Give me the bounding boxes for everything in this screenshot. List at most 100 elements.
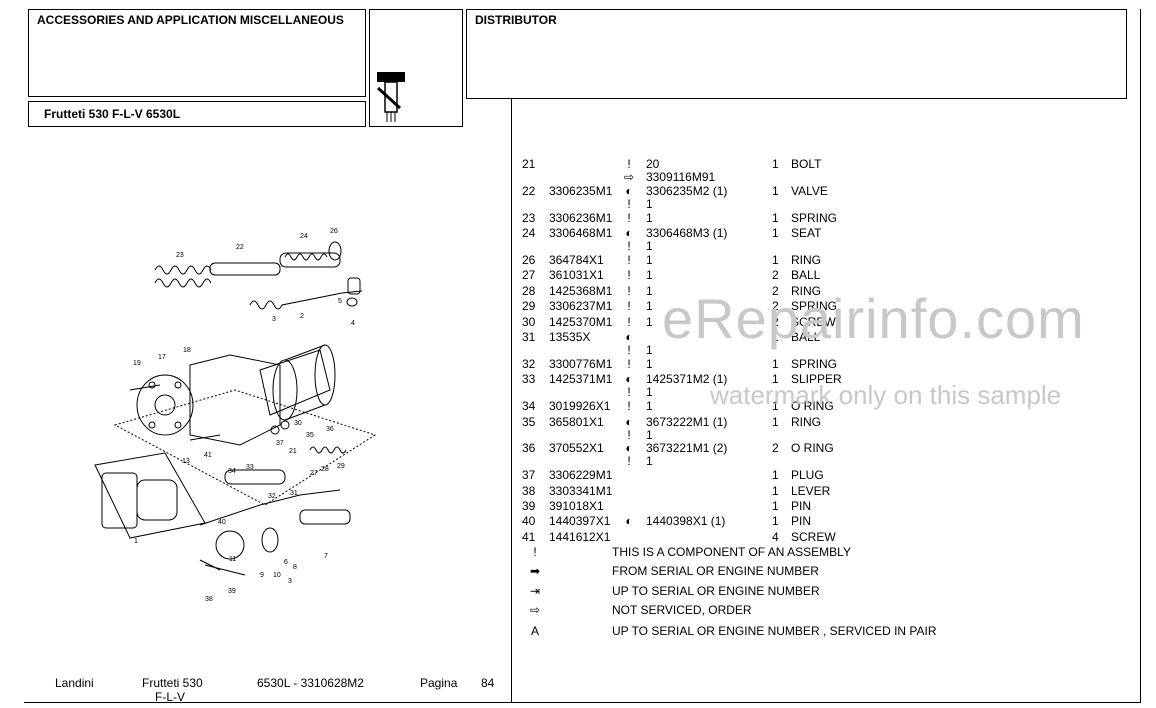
part-number: 3306229M1 xyxy=(549,468,613,482)
alt-part-number: 1425371M2 (1) xyxy=(646,372,728,386)
part-number: 1440397X1 xyxy=(549,514,611,528)
alt-part-number: 1 xyxy=(646,315,653,329)
part-number: 364784X1 xyxy=(549,253,604,267)
part-description: SLIPPER xyxy=(791,372,842,386)
part-index: 41 xyxy=(522,530,536,544)
part-symbol: ! xyxy=(627,399,631,413)
alt-part-number: 1 xyxy=(646,454,653,468)
part-number: 1425370M1 xyxy=(549,315,613,329)
alt-part-number: 1 xyxy=(646,239,653,253)
part-index: 37 xyxy=(522,468,536,482)
diagram-callout: 1 xyxy=(134,538,138,545)
part-number: 3306235M1 xyxy=(549,184,613,198)
group-icon-box xyxy=(369,9,463,127)
diagram-callout: 11 xyxy=(229,556,237,563)
part-symbol: ! xyxy=(627,299,631,313)
part-description: SCREW xyxy=(791,315,836,329)
diagram-callout: 28 xyxy=(321,466,329,473)
legend-text: NOT SERVICED, ORDER xyxy=(612,603,752,617)
watermark-main: eRepairinfo.com xyxy=(662,287,1085,350)
part-number: 1425371M1 xyxy=(549,372,613,386)
part-description: RING xyxy=(791,284,821,298)
part-quantity: 1 xyxy=(772,330,779,344)
diagram-callout: 36 xyxy=(326,426,334,433)
diagram-callout: 6 xyxy=(284,559,288,566)
part-number: 3303341M1 xyxy=(549,484,613,498)
diagram-callout: 23 xyxy=(176,252,184,259)
part-number: 3300776M1 xyxy=(549,357,613,371)
part-index: 40 xyxy=(522,514,536,528)
part-index: 35 xyxy=(522,415,536,429)
part-index: 31 xyxy=(522,330,536,344)
part-quantity: 1 xyxy=(772,468,779,482)
part-quantity: 2 xyxy=(772,315,779,329)
alt-part-number: 3306235M2 (1) xyxy=(646,184,728,198)
diagram-callout: 37 xyxy=(276,440,284,447)
legend-symbol: ! xyxy=(533,545,537,559)
diagram-callout: 13 xyxy=(182,458,190,465)
alt-part-number: 1 xyxy=(646,211,653,225)
alt-part-number: 1 xyxy=(646,253,653,267)
legend-text: FROM SERIAL OR ENGINE NUMBER xyxy=(612,564,819,578)
model-label: Frutteti 530 F-L-V 6530L xyxy=(44,107,181,121)
section-title-box: ACCESSORIES AND APPLICATION MISCELLANEOU… xyxy=(28,9,366,97)
outer-frame-right xyxy=(1140,9,1141,703)
alt-part-number: 20 xyxy=(646,157,660,171)
distributor-icon xyxy=(376,72,405,122)
diagram-callout: 2 xyxy=(300,313,304,320)
part-index: 34 xyxy=(522,399,536,413)
part-symbol: ! xyxy=(627,253,631,267)
part-number: 3306236M1 xyxy=(549,211,613,225)
alt-part-number: 1 xyxy=(646,197,653,211)
part-index: 23 xyxy=(522,211,536,225)
outer-frame-bottom xyxy=(24,702,1141,703)
part-description: O RING xyxy=(791,441,834,455)
diagram-callout: 40 xyxy=(218,519,226,526)
part-number: 1425368M1 xyxy=(549,284,613,298)
part-symbol: ◐ xyxy=(625,514,633,528)
diagram-callout: 31 xyxy=(290,490,298,497)
alt-part-number: 1440398X1 (1) xyxy=(646,514,726,528)
diagram-callout: 24 xyxy=(300,233,308,240)
diagram-callout: 10 xyxy=(273,572,281,579)
legend-text: THIS IS A COMPONENT OF AN ASSEMBLY xyxy=(612,545,851,559)
part-quantity: 1 xyxy=(772,157,779,171)
diagram-callout: 32 xyxy=(268,493,276,500)
part-symbol: ! xyxy=(627,239,631,253)
part-symbol: ! xyxy=(627,428,631,442)
part-index: 27 xyxy=(522,268,536,282)
diagram-callout: 7 xyxy=(324,553,328,560)
part-quantity: 2 xyxy=(772,284,779,298)
diagram-callout: 30 xyxy=(294,420,302,427)
part-quantity: 1 xyxy=(772,484,779,498)
part-index: 32 xyxy=(522,357,536,371)
watermark-sub: watermark only on this sample xyxy=(710,380,1062,410)
part-quantity: 1 xyxy=(772,514,779,528)
part-description: RING xyxy=(791,253,821,267)
part-index: 38 xyxy=(522,484,536,498)
part-symbol: ! xyxy=(627,315,631,329)
part-number: 13535X xyxy=(549,330,591,344)
part-symbol: ! xyxy=(627,197,631,211)
alt-part-number: 3673221M1 (2) xyxy=(646,441,728,455)
part-description: SPRING xyxy=(791,357,838,371)
part-number: 1441612X1 xyxy=(549,530,611,544)
part-quantity: 2 xyxy=(772,299,779,313)
part-description: BOLT xyxy=(791,157,822,171)
diagram-callout: 38 xyxy=(205,596,213,603)
alt-part-number: 1 xyxy=(646,385,653,399)
part-number: 365801X1 xyxy=(549,415,604,429)
part-symbol: ! xyxy=(627,284,631,298)
diagram-callout: 22 xyxy=(236,244,244,251)
diagram-callout: 21 xyxy=(289,448,297,455)
diagram-callout: 34 xyxy=(228,468,236,475)
part-symbol: ! xyxy=(627,268,631,282)
alt-part-number: 1 xyxy=(646,299,653,313)
part-quantity: 1 xyxy=(772,499,779,513)
part-symbol: ◐ xyxy=(625,184,633,198)
diagram-callout: 27 xyxy=(310,470,318,477)
diagram-callout: 41 xyxy=(204,452,212,459)
part-description: LEVER xyxy=(791,484,831,498)
part-description: RING xyxy=(791,415,821,429)
part-quantity: 1 xyxy=(772,357,779,371)
